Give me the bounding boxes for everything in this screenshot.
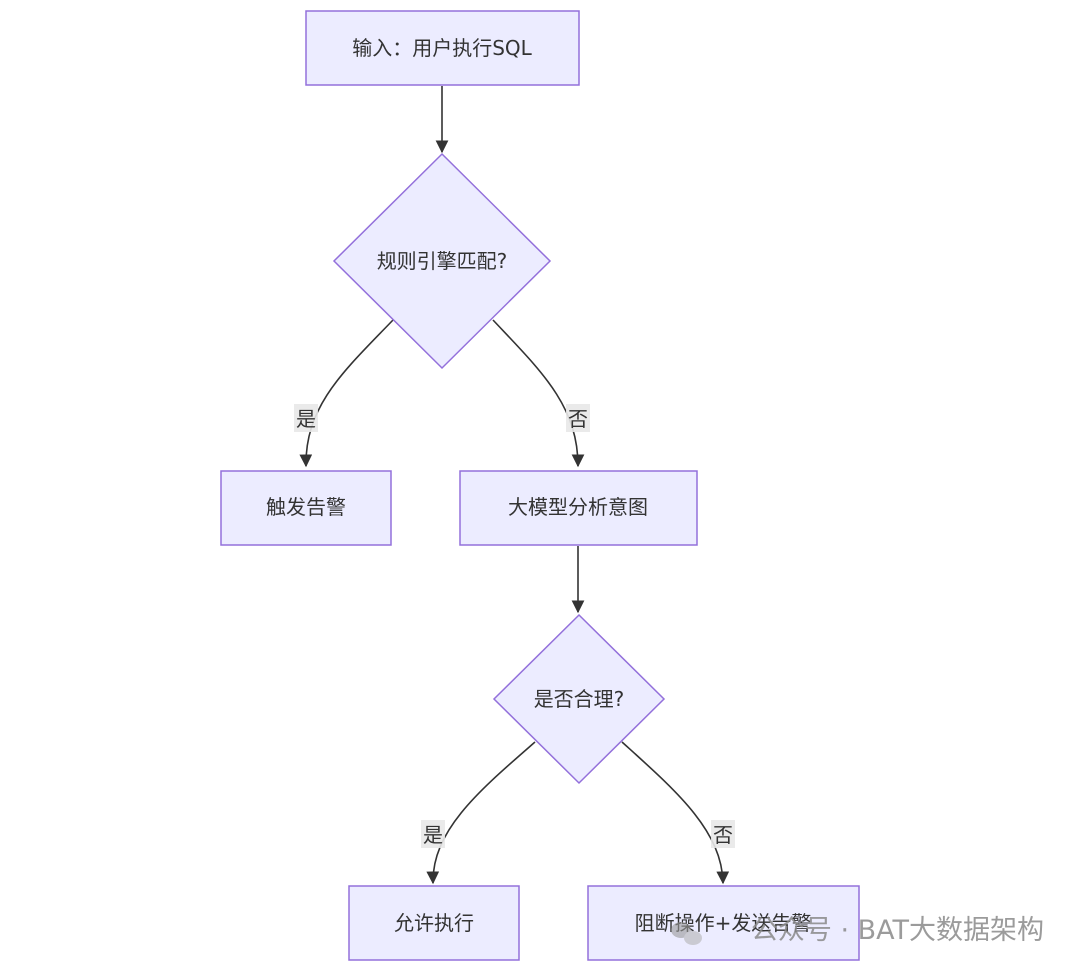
edge-reason-yes <box>426 741 536 885</box>
edge-label-reason-no: 否 <box>711 820 735 848</box>
edge-label-rule-yes-text: 是 <box>296 407 316 431</box>
edge-rule-no <box>492 319 585 468</box>
watermark: 公众号 · BAT大数据架构 <box>671 915 1044 946</box>
node-trigger-alert: 触发告警 <box>220 470 392 546</box>
edge-reason-no <box>621 741 730 885</box>
node-llm-analyze-text: 大模型分析意图 <box>508 495 648 519</box>
edge-label-reason-no-text: 否 <box>713 823 733 847</box>
node-block-alert: 阻断操作+发送告警 <box>587 885 860 961</box>
node-trigger-alert-text: 触发告警 <box>266 495 346 519</box>
edge-label-rule-no-text: 否 <box>568 407 588 431</box>
wechat-icon <box>671 922 702 945</box>
node-rule-match-text: 规则引擎匹配? <box>377 249 508 273</box>
node-input: 输入：用户执行SQL <box>305 10 580 86</box>
node-is-reasonable: 是否合理? <box>492 613 666 785</box>
node-llm-analyze: 大模型分析意图 <box>459 470 698 546</box>
edge-label-reason-yes-text: 是 <box>423 823 443 847</box>
node-input-text: 输入：用户执行SQL <box>352 36 532 60</box>
watermark-text: 公众号 · BAT大数据架构 <box>751 915 1044 946</box>
node-block-alert-text: 阻断操作+发送告警 <box>635 911 812 935</box>
edge-label-rule-no: 否 <box>566 404 590 432</box>
node-allow-execute-text: 允许执行 <box>394 911 474 935</box>
node-is-reasonable-text: 是否合理? <box>534 687 625 711</box>
node-rule-match: 规则引擎匹配? <box>332 152 552 370</box>
edge-label-reason-yes: 是 <box>421 820 445 848</box>
edge-rule-yes <box>299 319 394 468</box>
edge-label-rule-yes: 是 <box>294 404 318 432</box>
node-allow-execute: 允许执行 <box>348 885 520 961</box>
